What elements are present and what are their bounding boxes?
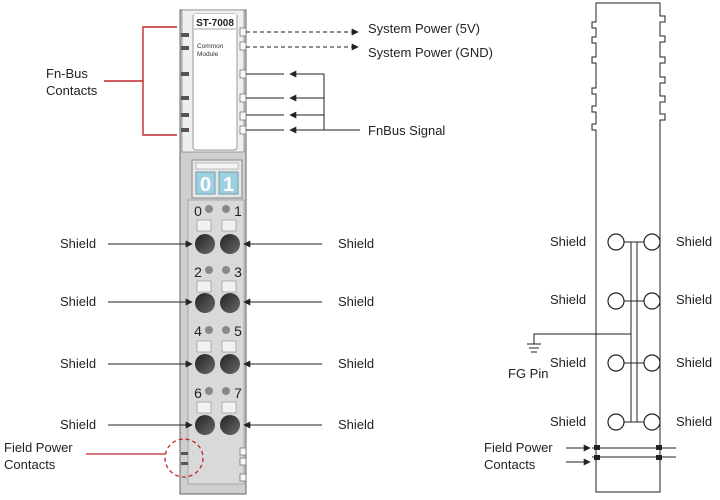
fnbus-signal-label: FnBus Signal [368,123,445,138]
shield-label: Shield [550,414,586,429]
system-power-gnd-label: System Power (GND) [368,45,493,60]
schematic-right [527,2,676,493]
shield-label: Shield [60,236,96,251]
led-digit-0: 0 [200,174,211,196]
terminal-hole [195,234,215,254]
field-power-contacts-left [181,452,188,465]
module-left: ST-7008 Common Module 0 1 [179,9,247,495]
channel-number-7: 7 [234,385,242,401]
terminal-hole [220,415,240,435]
terminal-group-0-1: 0 1 [194,203,242,254]
shield-label: Shield [338,417,374,432]
terminal-group-4-5: 4 5 [194,323,242,374]
module-subtitle-2: Module [197,51,219,58]
field-power-contacts-right [594,445,662,460]
system-power-5v-label: System Power (5V) [368,21,480,36]
field-power-notches-right [239,447,247,482]
shield-label: Shield [338,356,374,371]
shield-label: Shield [550,234,586,249]
model-label-bg [194,14,236,28]
shield-label: Shield [338,294,374,309]
fg-pin-label: FG Pin [508,366,548,381]
shield-arrows-left [108,240,322,429]
terminal-hole [195,415,215,435]
terminal-hole [220,293,240,313]
terminal-group-2-3: 2 3 [194,264,242,313]
field-power-label-2: Contacts [484,457,536,472]
terminal-hole [220,234,240,254]
led-digit-0-bg [195,171,216,195]
led-digit-1: 1 [223,174,234,196]
fnbus-contacts-bracket [104,26,177,136]
field-power-label-1: Field Power [484,440,553,455]
shield-label: Shield [676,414,712,429]
channel-number-5: 5 [234,323,242,339]
terminal-hole [220,354,240,374]
shield-label: Shield [550,355,586,370]
field-power-label-1: Field Power [4,440,73,455]
led-window-top [195,162,239,170]
shield-wiring [527,241,644,423]
terminal-group-6-7: 6 7 [194,385,242,435]
channel-number-6: 6 [194,385,202,401]
field-power-highlight-circle [164,438,204,478]
shield-label: Shield [676,292,712,307]
shield-label: Shield [60,417,96,432]
shield-label: Shield [60,294,96,309]
terminal-hole [195,293,215,313]
channel-number-2: 2 [194,264,202,280]
fnbus-contact-pins-left [181,33,189,132]
channel-number-0: 0 [194,203,202,219]
shield-label: Shield [676,234,712,249]
shield-terminals-right [607,233,661,431]
field-power-label-2: Contacts [4,457,56,472]
fnbus-contacts-label-2: Contacts [46,83,98,98]
fnbus-signal-arrows [246,70,360,134]
shield-label: Shield [550,292,586,307]
channel-number-3: 3 [234,264,242,280]
channel-number-1: 1 [234,203,242,219]
shield-label: Shield [60,356,96,371]
module-subtitle-1: Common [197,43,224,50]
terminal-hole [195,354,215,374]
shield-label: Shield [676,355,712,370]
system-power-arrows [246,28,359,51]
fnbus-contacts-label-1: Fn-Bus [46,66,88,81]
channel-number-4: 4 [194,323,202,339]
led-digit-1-bg [218,171,239,195]
model-label: ST-7008 [196,18,234,29]
shield-label: Shield [338,236,374,251]
module-label-panel [192,13,238,151]
